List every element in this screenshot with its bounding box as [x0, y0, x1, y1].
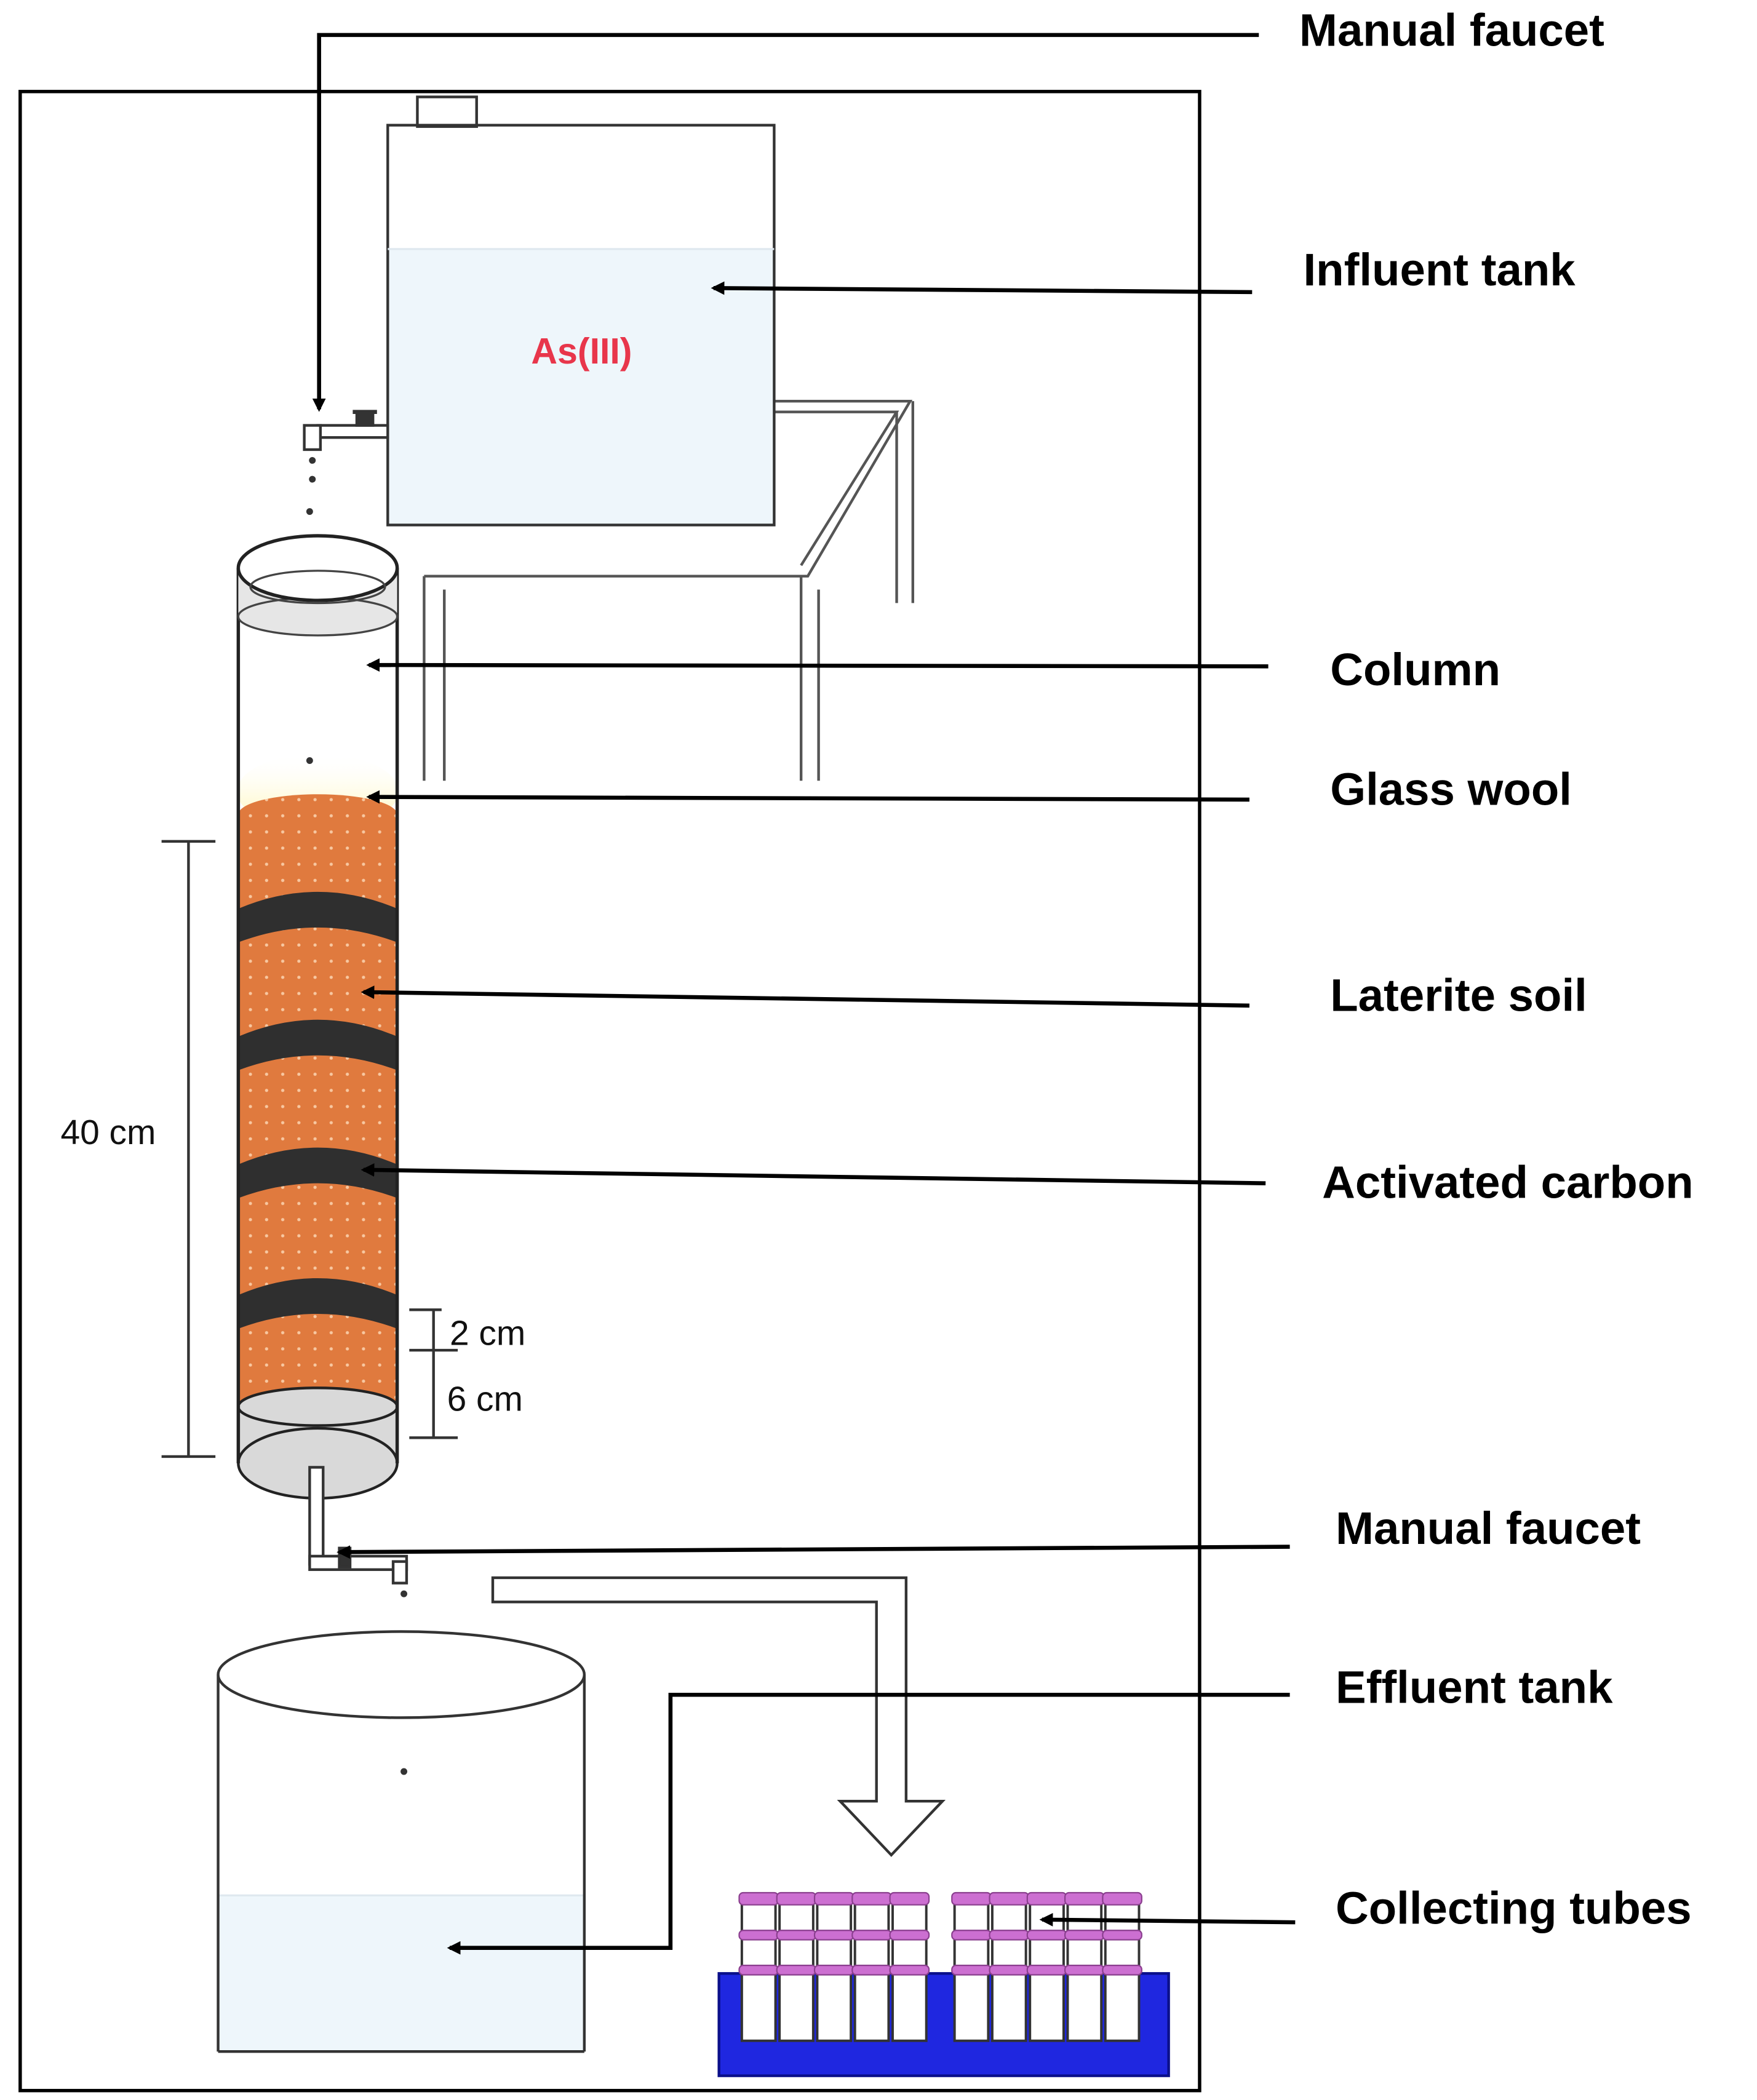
influent-tank: As(III): [386, 95, 776, 527]
leader-lines: [312, 33, 1296, 1955]
influent-tank-body: [386, 124, 776, 527]
label-influent-tank: Influent tank: [1303, 244, 1576, 295]
column: [236, 534, 399, 1500]
arrow-effluent-tank: [447, 1692, 1290, 1955]
dimension-2cm-label: 2 cm: [450, 1313, 525, 1353]
influent-tank-water: [388, 249, 775, 525]
influent-tank-cap: [416, 95, 478, 128]
arrow-laterite-soil: [361, 985, 1249, 1008]
arrow-manual-faucet-bottom: [337, 1545, 1290, 1559]
arrow-manual-faucet-top: [312, 33, 1259, 412]
arrow-activated-carbon: [361, 1163, 1266, 1185]
tube-caps: [738, 1891, 1142, 1976]
label-activated-carbon: Activated carbon: [1322, 1157, 1694, 1208]
arrow-influent-tank: [711, 281, 1253, 295]
label-glass-wool: Glass wool: [1330, 764, 1572, 815]
dimension-small: [409, 1308, 458, 1439]
flow-to-tubes-arrow: [491, 1576, 946, 1857]
label-effluent-tank: Effluent tank: [1336, 1661, 1613, 1712]
label-collecting-tubes: Collecting tubes: [1336, 1882, 1692, 1933]
dimension-40cm-label: 40 cm: [60, 1113, 156, 1152]
influent-tank-content-label: As(III): [531, 331, 632, 372]
arrow-collecting-tubes: [1039, 1912, 1296, 1927]
dimension-40cm: [161, 840, 216, 1458]
support-table: [423, 399, 914, 781]
label-column: Column: [1330, 644, 1500, 695]
arrow-column: [366, 658, 1269, 672]
label-manual-faucet-top: Manual faucet: [1299, 4, 1604, 55]
top-faucet: [303, 410, 389, 451]
activated-carbon-layers: [238, 891, 397, 1329]
collecting-tubes: [717, 1891, 1170, 2077]
effluent-tank: [217, 1630, 586, 2053]
outer-frame: [18, 90, 1201, 2093]
labels: Manual faucet Influent tank Column Glass…: [1299, 4, 1694, 1933]
arrow-glass-wool: [366, 790, 1249, 804]
label-manual-faucet-bottom: Manual faucet: [1336, 1503, 1641, 1554]
effluent-tank-water: [218, 1895, 584, 2052]
label-laterite-soil: Laterite soil: [1330, 970, 1587, 1021]
dimension-6cm-label: 6 cm: [447, 1380, 523, 1419]
